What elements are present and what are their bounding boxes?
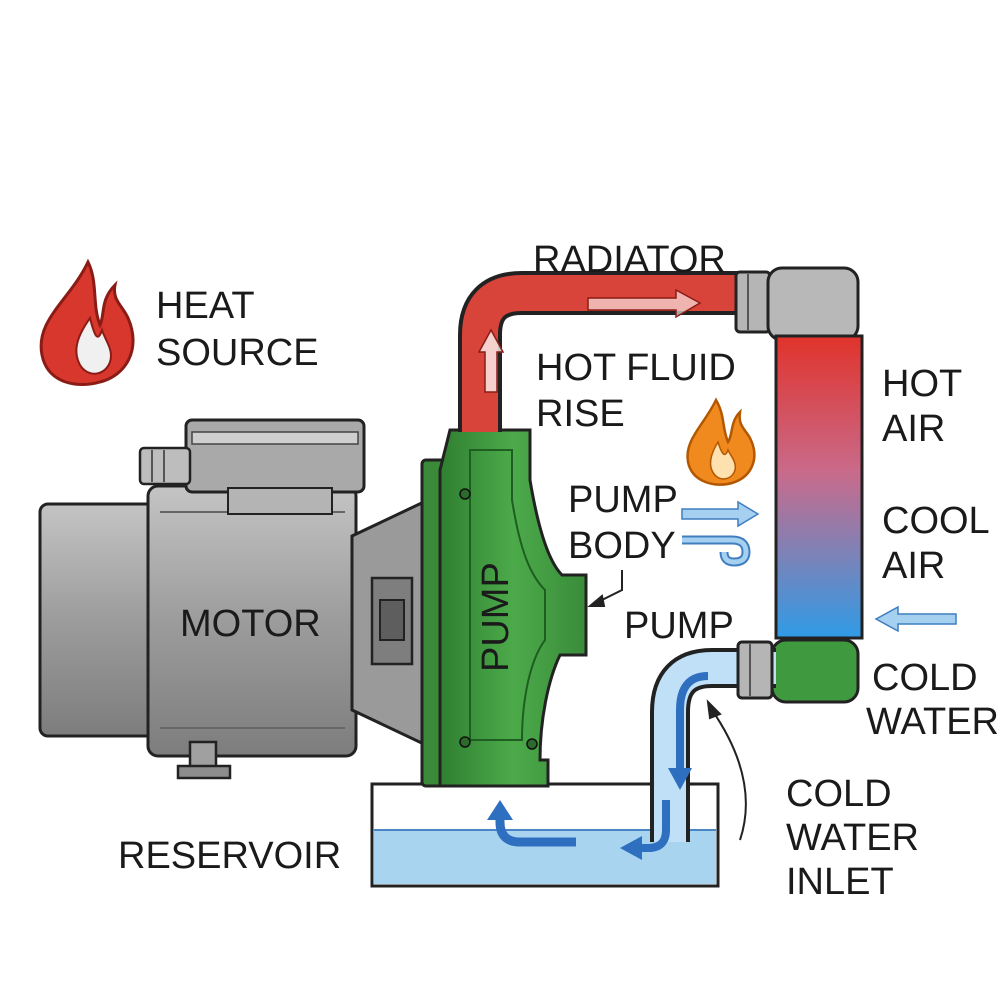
reservoir-flow-arrows [487,800,670,860]
pump-housing-label: PUMP [475,562,517,672]
hot-fluid-rise-label-line2: RISE [536,393,625,435]
radiator-label: RADIATOR [533,239,726,281]
cool-air-label-line2: AIR [882,545,945,587]
airflow-arrow-icon [681,500,957,633]
motor [38,418,430,780]
cold-water-inlet-label-line1: COLD [786,773,892,815]
cool-air-label-line1: COOL [882,500,990,542]
heat-source-label-line1: HEAT [156,285,255,327]
cold-water-inlet-label-line2: WATER [786,817,919,859]
flame-icon [39,258,135,386]
cold-water-label-line2: WATER [866,701,999,743]
hot-air-label-line1: HOT [882,363,962,405]
hot-fluid-rise-label-line1: HOT FLUID [536,347,736,389]
pump-label: PUMP [624,605,734,647]
pump-body-label-line2: BODY [568,525,676,567]
hot-air-label-line2: AIR [882,408,945,450]
cold-water-label-line1: COLD [872,657,978,699]
reservoir-label: RESERVOIR [118,835,341,877]
radiator [766,266,864,704]
leader-lines [587,570,747,841]
motor-label: MOTOR [180,603,321,645]
pump-body-label-line1: PUMP [568,479,678,521]
pump-housing [420,428,588,788]
small-flame-icon [686,397,756,486]
heat-source-label-line2: SOURCE [156,332,319,374]
cold-water-inlet-label-line3: INLET [786,861,894,903]
cold-pipe [650,640,776,842]
hot-pipe [458,270,772,432]
